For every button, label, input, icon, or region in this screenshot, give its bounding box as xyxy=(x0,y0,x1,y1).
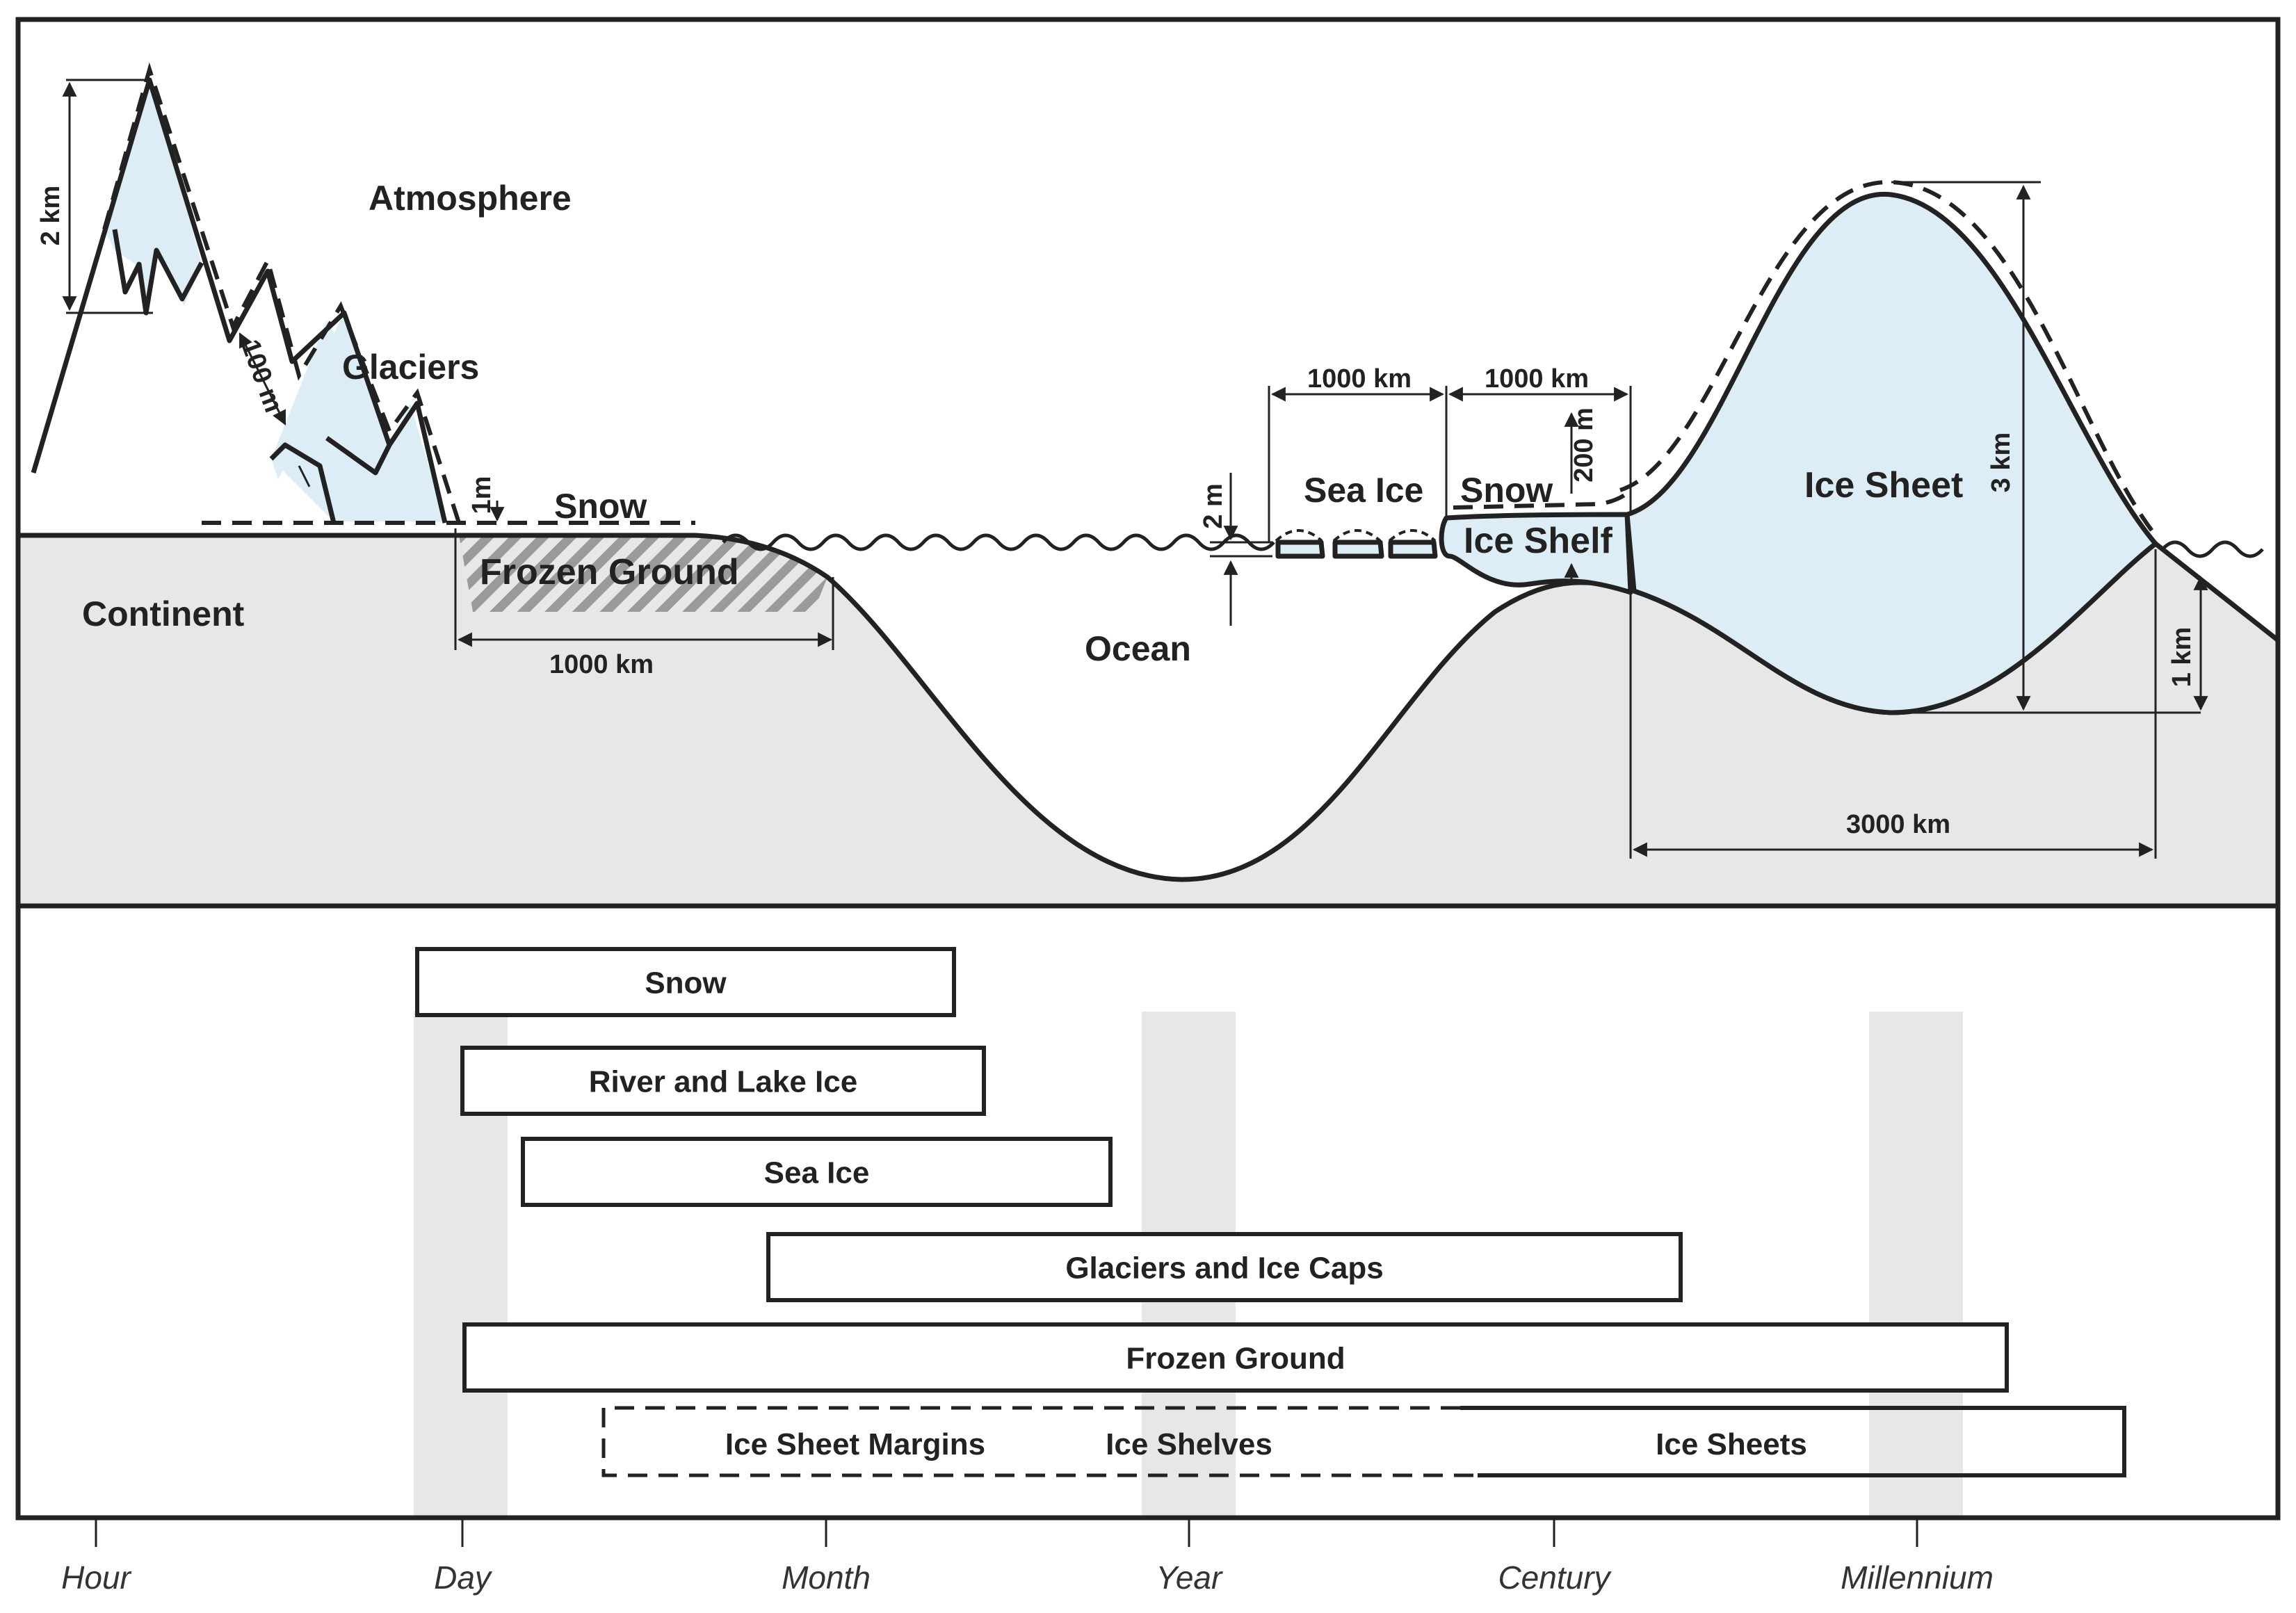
label-ice-sheet-extent: 3000 km xyxy=(1846,810,1950,839)
axis-label-hour: Hour xyxy=(61,1559,131,1596)
dim-mountain xyxy=(62,79,153,314)
sea-ice-floes xyxy=(1210,529,1438,559)
band-millennium xyxy=(1869,1012,1963,1516)
bar-snow xyxy=(415,947,956,1017)
label-ocean: Ocean xyxy=(1085,629,1191,668)
label-snow-land: Snow xyxy=(554,487,647,526)
mountain-snow xyxy=(102,62,695,525)
label-snow-shelf: Snow xyxy=(1460,471,1553,510)
bar-river-and-lake-ice xyxy=(460,1046,986,1116)
label-mountain-height: 2 km xyxy=(36,186,65,246)
time-axis: Hour Day Month Year Century Millennium xyxy=(61,1518,1994,1596)
axis-label-month: Month xyxy=(782,1559,871,1596)
label-ice-shelf-thickness: 200 m xyxy=(1569,407,1599,483)
label-sea-ice-extent: 1000 km xyxy=(1307,364,1412,394)
timescale-frame xyxy=(15,903,2281,1521)
label-atmosphere: Atmosphere xyxy=(369,179,572,218)
ice-shelf-snow xyxy=(1453,488,1633,510)
label-ice-sheet-margins: Ice Sheet Margins xyxy=(725,1427,985,1461)
glacier-ice xyxy=(271,313,445,521)
label-frozen-ground: Frozen Ground xyxy=(480,552,739,592)
label-snow-depth: 1m xyxy=(467,476,496,514)
axis-label-century: Century xyxy=(1498,1559,1612,1596)
bar-label-frozen-ground: Frozen Ground xyxy=(1126,1342,1345,1376)
axis-label-day: Day xyxy=(434,1559,493,1596)
label-sea-ice: Sea Ice xyxy=(1304,471,1423,510)
ice-sheet-snow xyxy=(1619,179,2158,537)
mountain-ice xyxy=(104,80,379,480)
ice-sheet-timescale-bar: Ice Sheet Margins Ice Shelves Ice Sheets xyxy=(601,1406,2126,1477)
label-continent: Continent xyxy=(82,594,245,633)
label-sea-ice-thickness: 2 m xyxy=(1199,483,1228,528)
mountain-outline xyxy=(31,77,448,524)
frozen-ground-hatch xyxy=(459,535,827,612)
axis-label-year: Year xyxy=(1156,1559,1223,1596)
label-ice-sheet: Ice Sheet xyxy=(1804,465,1963,505)
axis-label-millennium: Millennium xyxy=(1841,1559,1994,1596)
ice-shelf xyxy=(1439,512,1633,595)
label-glaciers: Glaciers xyxy=(342,348,479,387)
label-ice-shelf-extent: 1000 km xyxy=(1485,364,1589,394)
label-ice-shelf: Ice Shelf xyxy=(1464,521,1613,561)
label-ice-sheet-thickness: 3 km xyxy=(1987,432,2016,493)
bar-label-glaciers-and-ice-caps: Glaciers and Ice Caps xyxy=(1065,1251,1383,1286)
bar-label-river-and-lake-ice: River and Lake Ice xyxy=(589,1065,857,1099)
dim-ice-sheet xyxy=(1629,181,2208,859)
bar-label-snow: Snow xyxy=(645,966,727,1000)
ocean-waves xyxy=(722,533,2264,558)
label-ice-sheets: Ice Sheets xyxy=(1656,1427,1807,1461)
dim-glacier xyxy=(239,332,286,425)
label-glacier-thickness: 100 m xyxy=(235,336,288,416)
label-ice-shelves: Ice Shelves xyxy=(1106,1427,1272,1461)
dim-frozen-ground xyxy=(454,528,834,650)
scene-panel: Atmosphere Continent Glaciers Snow Froze… xyxy=(19,62,2279,904)
dim-sea-ice-extent xyxy=(1268,386,1632,542)
label-frozen-ground-extent: 1000 km xyxy=(549,650,654,679)
bar-label-sea-ice: Sea Ice xyxy=(764,1156,870,1190)
bar-frozen-ground xyxy=(462,1322,2009,1393)
continent-land xyxy=(19,535,2277,904)
label-bedrock-depression: 1 km xyxy=(2167,627,2197,688)
bar-sea-ice xyxy=(521,1137,1113,1207)
bar-glaciers-and-ice-caps xyxy=(766,1232,1683,1302)
